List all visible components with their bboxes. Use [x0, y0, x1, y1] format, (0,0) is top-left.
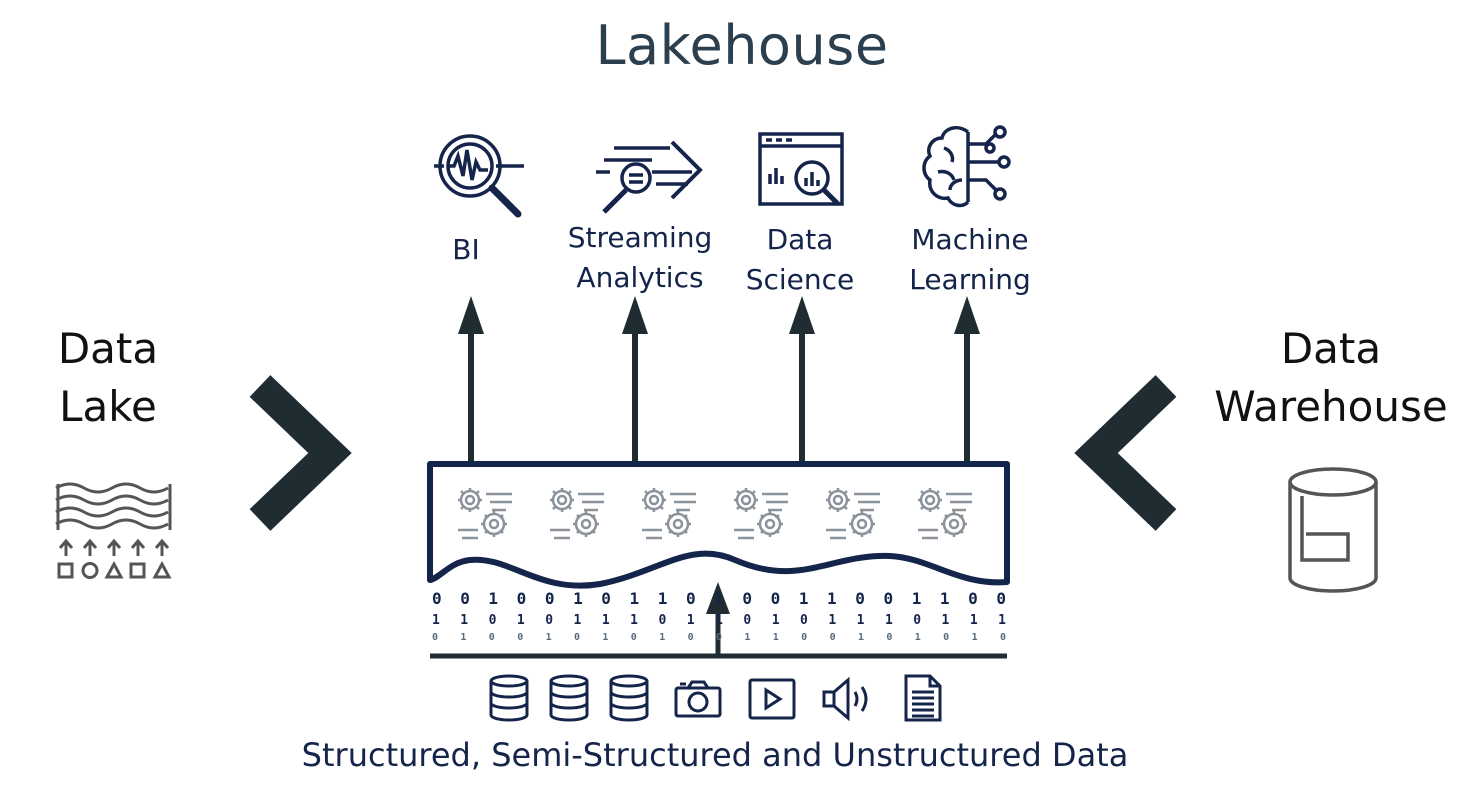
binary-row: 1 1 0 1 0 1 1 1 0 1 1 0 1 0 1 1 1 0 1 1 … [432, 613, 1006, 628]
database-icon [489, 674, 529, 722]
document-icon [904, 674, 942, 722]
use-case-streaming-line2: Analytics [576, 261, 704, 294]
database-icon [549, 674, 589, 722]
data-warehouse-label: Data Warehouse [1206, 320, 1456, 436]
binary-stream: 0 0 1 0 0 1 0 1 1 0 1 0 0 1 1 0 0 1 1 0 … [432, 589, 1006, 643]
use-case-streaming-line1: Streaming [567, 221, 713, 254]
database-icon [609, 674, 649, 722]
data-science-icon [758, 132, 844, 206]
database-cylinder-icon [1288, 467, 1378, 593]
chevron-right-icon [249, 375, 352, 531]
video-play-icon [748, 678, 796, 720]
camera-icon [674, 680, 722, 718]
processing-layer-box [427, 461, 1010, 589]
binary-row: 0 0 1 0 0 1 0 1 1 0 1 0 0 1 1 0 0 1 1 0 … [432, 589, 1006, 608]
bi-magnifier-icon [434, 134, 524, 218]
use-case-ml-label: Machine Learning [898, 220, 1042, 300]
binary-row: 0 1 0 0 1 0 1 0 1 0 0 1 1 0 0 1 0 1 0 1 … [432, 632, 1006, 643]
use-case-ml-line2: Learning [909, 263, 1031, 296]
data-warehouse-label-line1: Data [1280, 324, 1382, 373]
use-case-bi-line1: BI [452, 233, 480, 266]
use-case-ml-line1: Machine [911, 223, 1029, 256]
use-case-datascience-label: Data Science [730, 220, 870, 300]
chevron-left-icon [1074, 375, 1177, 531]
data-lake-icon [55, 482, 172, 579]
data-lake-label-line1: Data [57, 324, 159, 373]
use-case-datascience-line2: Science [745, 263, 855, 296]
use-case-bi-label: BI [400, 230, 532, 270]
machine-learning-brain-icon [922, 125, 1011, 208]
data-types-label: Structured, Semi-Structured and Unstruct… [301, 736, 1129, 774]
use-case-streaming-label: Streaming Analytics [560, 218, 720, 298]
use-case-datascience-line1: Data [766, 223, 834, 256]
data-lake-label: Data Lake [38, 320, 178, 436]
page-title: Lakehouse [595, 14, 889, 77]
data-lake-label-line2: Lake [59, 382, 157, 431]
data-warehouse-label-line2: Warehouse [1214, 382, 1448, 431]
streaming-analytics-icon [596, 140, 703, 214]
audio-speaker-icon [822, 676, 868, 722]
